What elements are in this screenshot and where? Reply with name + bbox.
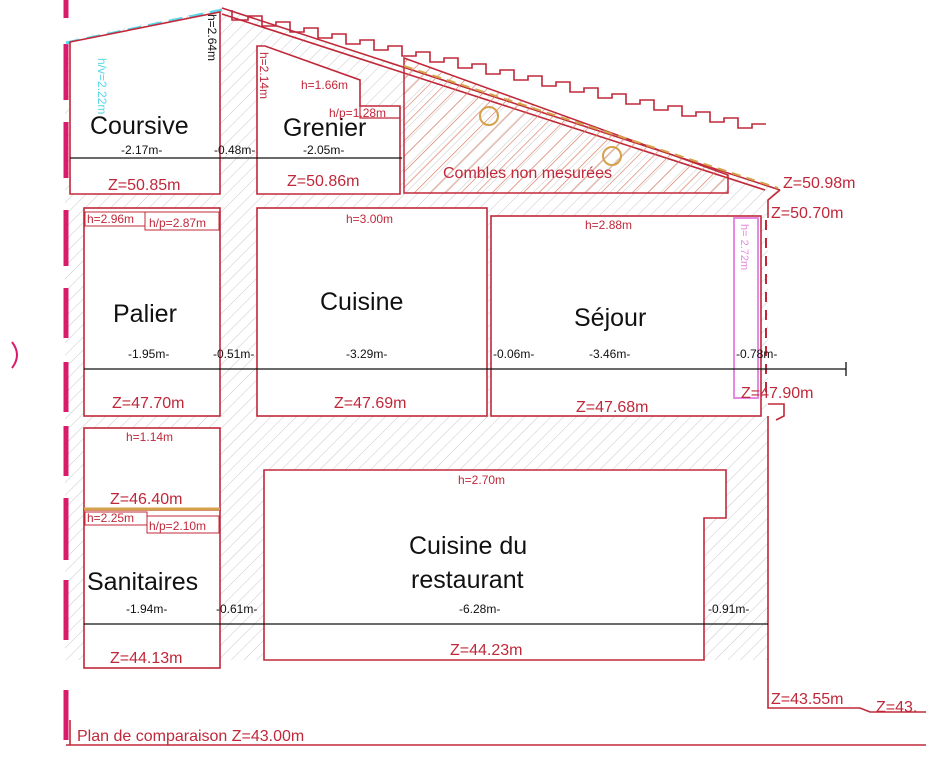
room-sanitaires bbox=[83, 509, 221, 669]
sanitaires-h: h=2.25m bbox=[87, 511, 134, 525]
palier-z: Z=47.70m bbox=[112, 395, 184, 412]
cuisine-restaurant-h: h=2.70m bbox=[458, 473, 505, 487]
room-palier bbox=[83, 207, 221, 417]
sanitaires-hp: h/p=2.10m bbox=[149, 519, 206, 533]
palier-name: Palier bbox=[113, 300, 177, 328]
wall-low-2: -0.91m- bbox=[708, 602, 749, 616]
cuisine-h: h=3.00m bbox=[346, 212, 393, 226]
coursive-name: Coursive bbox=[90, 112, 189, 140]
sanitaires-hp-box bbox=[146, 515, 220, 534]
dimension-lines bbox=[70, 157, 847, 625]
wall-top-z: Z=50.70m bbox=[771, 205, 843, 222]
wall-low-1: -0.61m- bbox=[216, 602, 257, 616]
sejour-side-height: h= 2.72m bbox=[738, 224, 750, 270]
attic-marker-1 bbox=[479, 106, 499, 126]
coursive-angled-height: h/v=2.22m bbox=[95, 58, 109, 114]
wall-mid-3: -0.78m- bbox=[736, 347, 777, 361]
top-left-wall-height: h=2.64m bbox=[205, 14, 219, 61]
left-bracket-mark bbox=[11, 341, 18, 369]
wall-mid-2: -0.06m- bbox=[493, 347, 534, 361]
sanitaires-width: -1.94m- bbox=[126, 602, 167, 616]
terrace-z: Z=47.90m bbox=[741, 385, 813, 402]
wall-top-mid: -0.48m- bbox=[214, 143, 255, 157]
grenier-width: -2.05m- bbox=[303, 143, 344, 157]
room-upper-sanitary bbox=[83, 427, 221, 511]
cuisine-restaurant-name-line1: Cuisine du bbox=[409, 532, 527, 560]
sejour-pink-dimension-box bbox=[733, 217, 759, 399]
palier-width: -1.95m- bbox=[128, 347, 169, 361]
sejour-h: h=2.88m bbox=[585, 218, 632, 232]
grenier-z: Z=50.86m bbox=[287, 173, 359, 190]
cuisine-width: -3.29m- bbox=[346, 347, 387, 361]
cuisine-restaurant-width: -6.28m- bbox=[459, 602, 500, 616]
palier-hp-box bbox=[144, 211, 220, 231]
grenier-side-height: h=2.14m bbox=[257, 52, 271, 99]
room-coursive bbox=[69, 11, 221, 195]
sejour-width: -3.46m- bbox=[589, 347, 630, 361]
attic-unmeasured-label: Combles non mesurées bbox=[443, 165, 612, 182]
sanitaires-z: Z=44.13m bbox=[110, 650, 182, 667]
grenier-hp: h/p=1.28m bbox=[329, 106, 386, 120]
room-grenier bbox=[256, 45, 401, 195]
ground-far-z: Z=43. bbox=[876, 699, 917, 716]
cuisine-z: Z=47.69m bbox=[334, 395, 406, 412]
sanitaires-name: Sanitaires bbox=[87, 568, 198, 596]
cuisine-restaurant-name-line2: restaurant bbox=[411, 566, 524, 594]
palier-hp: h/p=2.87m bbox=[149, 216, 206, 230]
wall-mid-1: -0.51m- bbox=[213, 347, 254, 361]
ground-right-z: Z=43.55m bbox=[771, 691, 843, 708]
coursive-z: Z=50.85m bbox=[108, 177, 180, 194]
grenier-h: h=1.66m bbox=[301, 78, 348, 92]
coursive-width: -2.17m- bbox=[121, 143, 162, 157]
sejour-name: Séjour bbox=[574, 304, 646, 332]
attic-marker-2 bbox=[602, 146, 622, 166]
roof-top-z: Z=50.98m bbox=[783, 175, 855, 192]
sejour-z: Z=47.68m bbox=[576, 399, 648, 416]
grenier-name: Grenier bbox=[283, 114, 366, 142]
room-cuisine-restaurant bbox=[263, 469, 727, 661]
reference-plane-label: Plan de comparaison Z=43.00m bbox=[77, 728, 304, 745]
cuisine-name: Cuisine bbox=[320, 288, 403, 316]
palier-h: h=2.96m bbox=[87, 212, 134, 226]
upper-sanitary-h: h=1.14m bbox=[126, 430, 173, 444]
room-sejour bbox=[490, 215, 762, 417]
attic-dashed-boundary bbox=[403, 65, 779, 189]
room-cuisine bbox=[256, 207, 488, 417]
upper-sanitary-z: Z=46.40m bbox=[110, 491, 182, 508]
cuisine-restaurant-z: Z=44.23m bbox=[450, 642, 522, 659]
right-outer-wall bbox=[767, 189, 926, 713]
grenier-hp-notch bbox=[359, 106, 400, 119]
